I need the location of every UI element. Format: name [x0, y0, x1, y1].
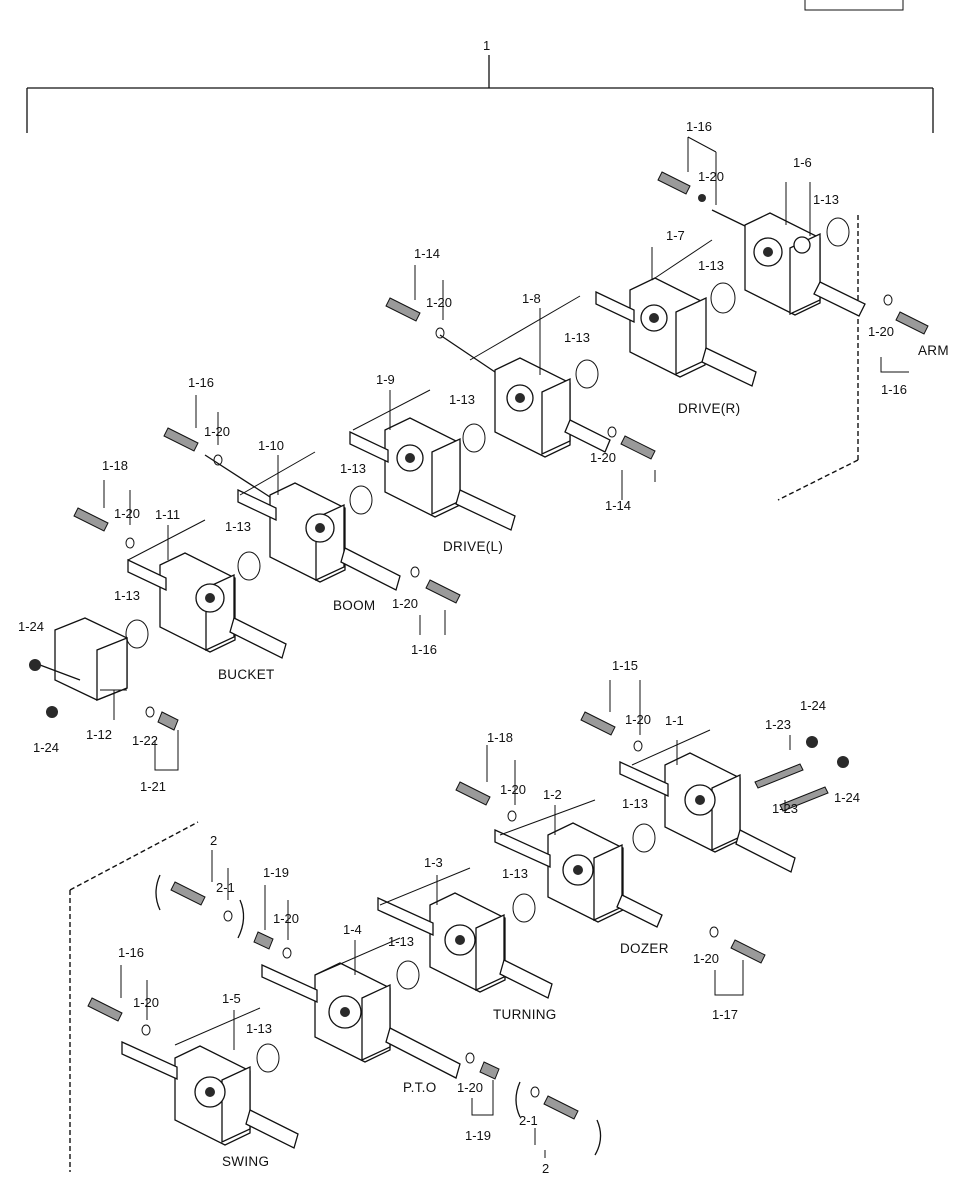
- callout: 1-2: [543, 787, 562, 802]
- callout: 1-20: [273, 911, 299, 926]
- callout: 1-20: [426, 295, 452, 310]
- callout: 1-20: [457, 1080, 483, 1095]
- callout: 1-20: [693, 951, 719, 966]
- callout: 1-20: [625, 712, 651, 727]
- callout: 1-24: [18, 619, 44, 634]
- callout: 1-19: [263, 865, 289, 880]
- group-outline-upper: [777, 215, 859, 501]
- callout: 1-4: [343, 922, 362, 937]
- callout: 1-13: [246, 1021, 272, 1036]
- valve-section-1-9: [349, 417, 516, 531]
- callout: 1-13: [502, 866, 528, 881]
- end-block-1-12: [39, 617, 128, 701]
- callout: 1-16: [686, 119, 712, 134]
- callout: 1-20: [590, 450, 616, 465]
- callout: 1-13: [388, 934, 414, 949]
- label-drive-l: DRIVE(L): [443, 539, 503, 554]
- o-rings: [125, 217, 850, 1073]
- valve-section-pto: [261, 962, 461, 1079]
- label-pto: P.T.O: [403, 1080, 437, 1095]
- valve-section-boom: [204, 454, 401, 591]
- callout: 1-19: [465, 1128, 491, 1143]
- callout: 1-6: [793, 155, 812, 170]
- callout: 1-8: [522, 291, 541, 306]
- callout: 1-20: [204, 424, 230, 439]
- root-bracket: [26, 55, 934, 133]
- label-arm: ARM: [918, 343, 949, 358]
- callout: 1-24: [834, 790, 860, 805]
- callout: 1-16: [881, 382, 907, 397]
- label-dozer: DOZER: [620, 941, 669, 956]
- callout: 1-13: [813, 192, 839, 207]
- callout: 1-16: [188, 375, 214, 390]
- root-label: 1: [483, 38, 490, 53]
- label-bucket: BUCKET: [218, 667, 275, 682]
- group-outline-lower: [69, 821, 199, 1172]
- callout: 1-18: [487, 730, 513, 745]
- corner-box: [804, 0, 904, 11]
- callout: 1-13: [698, 258, 724, 273]
- callout: 1-15: [612, 658, 638, 673]
- label-turning: TURNING: [493, 1007, 557, 1022]
- callout: 1-13: [564, 330, 590, 345]
- label-swing: SWING: [222, 1154, 269, 1169]
- callout: 1-9: [376, 372, 395, 387]
- callout: 2: [210, 833, 217, 848]
- callout-leaders: [100, 136, 909, 1158]
- callout: 1-16: [411, 642, 437, 657]
- callout: 1-20: [392, 596, 418, 611]
- label-drive-r: DRIVE(R): [678, 401, 740, 416]
- callout: 1-13: [340, 461, 366, 476]
- callout: 1-14: [605, 498, 631, 513]
- callout: 1-13: [622, 796, 648, 811]
- callout: 1-14: [414, 246, 440, 261]
- callout: 1-21: [140, 779, 166, 794]
- plug-parts: [29, 171, 929, 1120]
- valve-section-1-1: [619, 752, 796, 873]
- callout: 2-1: [519, 1113, 538, 1128]
- callout: 2-1: [216, 880, 235, 895]
- callout: 1-20: [868, 324, 894, 339]
- valve-section-1-8: [439, 334, 611, 458]
- valve-section-swing: [121, 1040, 299, 1149]
- callout: 1-13: [114, 588, 140, 603]
- valve-section-dozer: [494, 822, 663, 928]
- callout: 1-3: [424, 855, 443, 870]
- callout: 1-20: [698, 169, 724, 184]
- callout: 1-18: [102, 458, 128, 473]
- callout: 1-23: [765, 717, 791, 732]
- callout: 1-10: [258, 438, 284, 453]
- valve-section-turning: [377, 892, 553, 999]
- callout: 1-20: [500, 782, 526, 797]
- callout: 1-11: [155, 507, 180, 522]
- label-boom: BOOM: [333, 598, 375, 613]
- callout: 1-12: [86, 727, 112, 742]
- callout: 1-17: [712, 1007, 738, 1022]
- callout: 1-7: [666, 228, 685, 243]
- callout: 1-20: [114, 506, 140, 521]
- callout: 2: [542, 1161, 549, 1176]
- callout: 1-24: [800, 698, 826, 713]
- callout: 1-23: [772, 801, 798, 816]
- valve-section-arm: [711, 209, 866, 317]
- callout: 1-16: [118, 945, 144, 960]
- valve-section-drive-r: [595, 277, 757, 387]
- callout: 1-1: [665, 713, 684, 728]
- callout: 1-13: [449, 392, 475, 407]
- callout: 1-24: [33, 740, 59, 755]
- callout: 1-20: [133, 995, 159, 1010]
- callout: 1-13: [225, 519, 251, 534]
- valve-section-bucket: [127, 552, 287, 659]
- callout: 1-22: [132, 733, 158, 748]
- paren-brackets: [155, 874, 602, 1156]
- callout: 1-5: [222, 991, 241, 1006]
